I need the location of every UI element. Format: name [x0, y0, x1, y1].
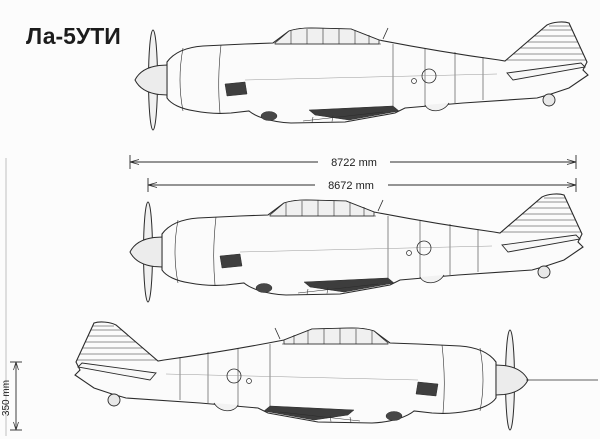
drawing-title: Ла-5УТИ: [26, 23, 121, 49]
dimension-label-height: 350 mm: [1, 380, 12, 416]
side-view-top: [134, 21, 589, 131]
dimension-overall-length: [129, 155, 577, 169]
side-view-middle: [129, 193, 584, 303]
dimension-label-overall: 8722 mm: [331, 157, 377, 169]
side-view-bottom: [74, 321, 529, 431]
dimension-height: [10, 361, 22, 431]
dimension-label-fuselage: 8672 mm: [328, 180, 374, 192]
dimension-fuselage-length: [147, 178, 577, 192]
